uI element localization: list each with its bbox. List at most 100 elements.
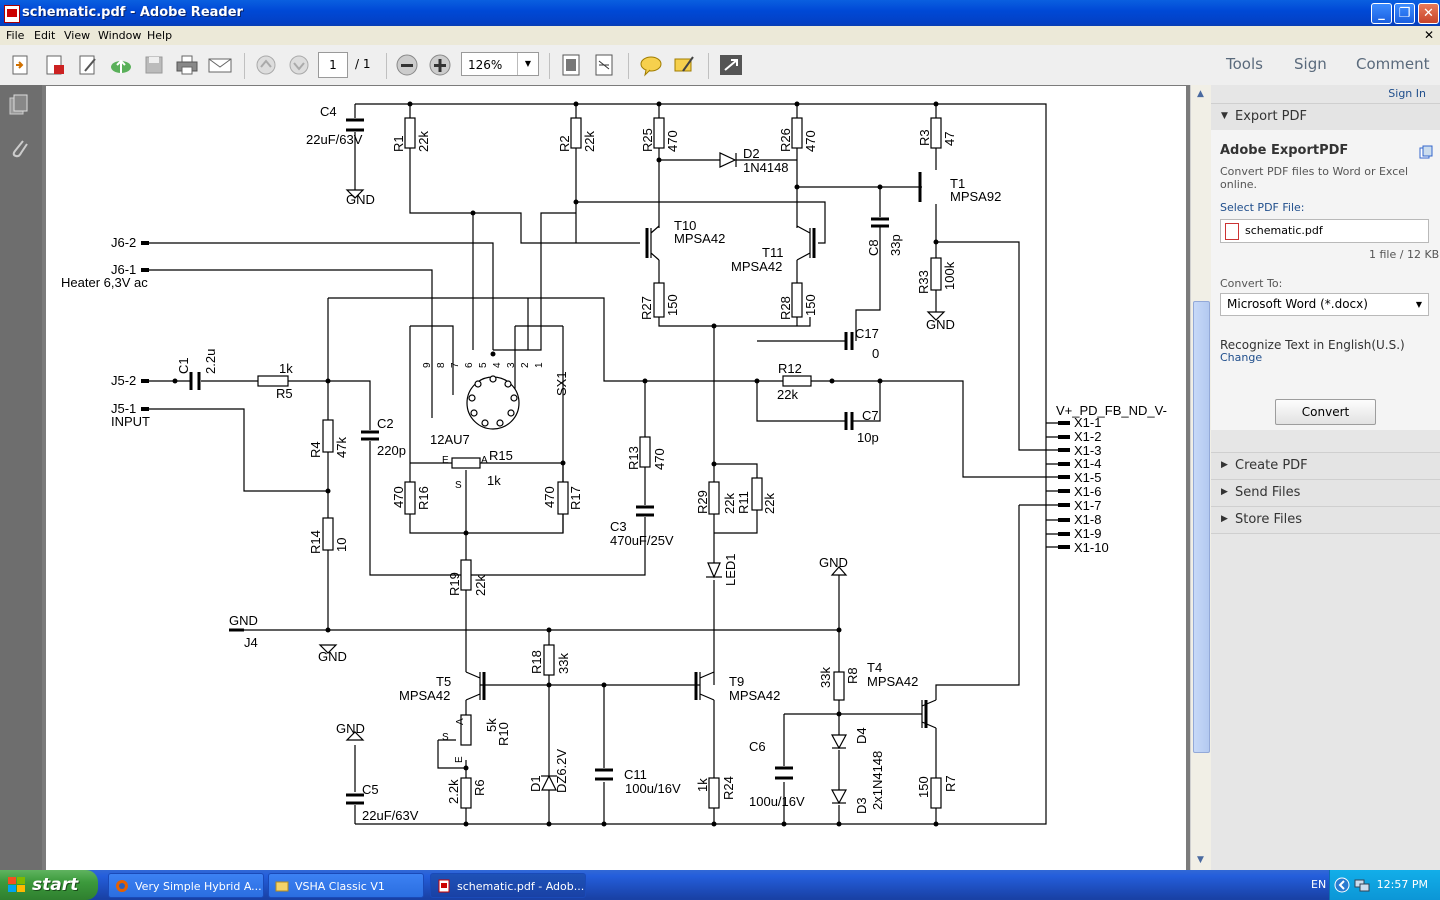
schematic-label-r6: R6 bbox=[472, 779, 487, 796]
triangle-down-icon: ▼ bbox=[1221, 111, 1228, 121]
page-thumbnails-icon[interactable] bbox=[8, 93, 30, 117]
tray-expand-icon[interactable] bbox=[1334, 877, 1350, 893]
comment-link[interactable]: Comment bbox=[1356, 55, 1430, 73]
send-files-section[interactable]: ▶ Send Files bbox=[1211, 479, 1440, 507]
schematic-label-j51: J5-1 bbox=[111, 401, 136, 416]
triangle-right-icon: ▶ bbox=[1221, 460, 1228, 470]
schematic-label-r15e: E bbox=[442, 455, 449, 466]
schematic-label-t4v: MPSA42 bbox=[867, 674, 918, 689]
schematic-label-x4: X1-4 bbox=[1074, 456, 1101, 471]
scroll-up-icon[interactable]: ▲ bbox=[1197, 89, 1204, 99]
page-number-input[interactable]: 1 bbox=[318, 52, 348, 78]
scroll-thumb[interactable] bbox=[1193, 301, 1210, 753]
email-icon[interactable] bbox=[207, 53, 233, 77]
sign-in-link[interactable]: Sign In bbox=[1388, 87, 1426, 100]
recognize-text: Recognize Text in English(U.S.) bbox=[1220, 338, 1405, 352]
schematic-label-r26: R26 bbox=[778, 128, 793, 152]
next-page-icon[interactable] bbox=[286, 53, 312, 77]
schematic-label-x9: X1-9 bbox=[1074, 526, 1101, 541]
chevron-down-icon[interactable]: ▼ bbox=[517, 53, 538, 75]
print-icon[interactable] bbox=[174, 53, 200, 77]
export-copy-icon[interactable] bbox=[1419, 145, 1433, 159]
taskbar-item-firefox[interactable]: Very Simple Hybrid A... bbox=[108, 873, 264, 898]
schematic-label-r10e: E bbox=[454, 756, 465, 763]
scroll-down-icon[interactable]: ▼ bbox=[1197, 855, 1204, 865]
maximize-button[interactable]: ❐ bbox=[1394, 3, 1415, 24]
schematic-label-x8: X1-8 bbox=[1074, 512, 1101, 527]
highlight-icon[interactable] bbox=[671, 53, 697, 77]
convert-to-select[interactable]: Microsoft Word (*.docx) ▼ bbox=[1220, 293, 1429, 316]
schematic-label-c11: C11 bbox=[624, 767, 647, 782]
schematic-label-x1: X1-1 bbox=[1074, 415, 1101, 430]
open-icon[interactable] bbox=[8, 53, 34, 77]
schematic-label-gnd2: GND bbox=[926, 317, 955, 332]
taskbar-item-adobe-reader[interactable]: schematic.pdf - Adob... bbox=[430, 873, 586, 898]
firefox-icon bbox=[116, 880, 128, 892]
attachments-icon[interactable] bbox=[8, 135, 30, 159]
zoom-out-icon[interactable] bbox=[394, 53, 420, 77]
schematic-label-r28: R28 bbox=[778, 296, 793, 320]
window-title: schematic.pdf - Adobe Reader bbox=[22, 5, 243, 20]
schematic-label-c8v: 33p bbox=[888, 234, 903, 256]
schematic-label-r25v: 470 bbox=[665, 130, 680, 152]
save-icon[interactable] bbox=[141, 53, 167, 77]
schematic-label-r4v: 47k bbox=[334, 437, 349, 458]
export-pdf-section[interactable]: ▼ Export PDF bbox=[1211, 103, 1440, 131]
start-button[interactable]: start bbox=[0, 870, 98, 900]
schematic-label-j4: J4 bbox=[244, 635, 258, 650]
schematic-label-c2v: 220p bbox=[377, 443, 406, 458]
create-pdf-section[interactable]: ▶ Create PDF bbox=[1211, 452, 1440, 480]
schematic-label-j61: J6-1 bbox=[111, 262, 136, 277]
menu-view[interactable]: View bbox=[64, 29, 91, 42]
sign-link[interactable]: Sign bbox=[1294, 55, 1327, 73]
document-close-icon[interactable]: ✕ bbox=[1423, 28, 1434, 42]
folder-icon bbox=[275, 881, 289, 892]
schematic-label-r1v: 22k bbox=[416, 131, 431, 152]
selected-file-field[interactable]: schematic.pdf bbox=[1220, 219, 1429, 243]
vertical-scrollbar[interactable]: ▲ ▼ bbox=[1190, 85, 1211, 870]
schematic-label-x5: X1-5 bbox=[1074, 470, 1101, 485]
convert-button[interactable]: Convert bbox=[1275, 399, 1376, 425]
schematic-label-r16v: 470 bbox=[391, 486, 406, 508]
create-pdf-icon[interactable] bbox=[42, 53, 68, 77]
store-files-section[interactable]: ▶ Store Files bbox=[1211, 506, 1440, 534]
schematic-label-r3v: 47 bbox=[942, 132, 957, 146]
file-info: 1 file / 12 KB bbox=[1369, 248, 1440, 261]
taskbar-item-folder[interactable]: VSHA Classic V1 bbox=[268, 873, 424, 898]
schematic-label-r19: R19 bbox=[447, 572, 462, 596]
schematic-label-x10: X1-10 bbox=[1074, 540, 1109, 555]
menu-edit[interactable]: Edit bbox=[34, 29, 56, 42]
schematic-label-r19v: 22k bbox=[473, 575, 488, 596]
zoom-select[interactable]: 126% ▼ bbox=[461, 52, 539, 76]
schematic-label-p6: 6 bbox=[464, 362, 475, 368]
network-icon[interactable] bbox=[1354, 877, 1370, 893]
close-button[interactable]: ✕ bbox=[1418, 3, 1439, 24]
schematic-label-r10a: A bbox=[455, 718, 466, 725]
schematic-label-r15a: A bbox=[481, 455, 488, 466]
schematic-label-input: INPUT bbox=[111, 414, 150, 429]
fit-width-icon[interactable] bbox=[591, 53, 617, 77]
zoom-value: 126% bbox=[468, 58, 503, 72]
schematic-label-c6v: 100u/16V bbox=[749, 794, 805, 809]
minimize-button[interactable]: _ bbox=[1371, 3, 1392, 24]
upload-cloud-icon[interactable] bbox=[108, 53, 134, 77]
comment-icon[interactable] bbox=[638, 53, 664, 77]
previous-page-icon[interactable] bbox=[253, 53, 279, 77]
schematic-label-r14: R14 bbox=[308, 530, 323, 554]
zoom-in-icon[interactable] bbox=[427, 53, 453, 77]
convert-to-value: Microsoft Word (*.docx) bbox=[1227, 297, 1368, 311]
language-indicator[interactable]: EN bbox=[1311, 878, 1327, 891]
tools-link[interactable]: Tools bbox=[1226, 55, 1263, 73]
menu-window[interactable]: Window bbox=[98, 29, 142, 42]
change-link[interactable]: Change bbox=[1220, 351, 1263, 364]
edit-pdf-icon[interactable] bbox=[75, 53, 101, 77]
schematic-label-r33v: 100k bbox=[942, 261, 957, 290]
schematic-label-c1: C1 bbox=[176, 357, 191, 374]
schematic-label-r2: R2 bbox=[557, 135, 572, 152]
menu-file[interactable]: File bbox=[6, 29, 25, 42]
full-screen-icon[interactable] bbox=[718, 53, 744, 77]
taskbar: start Very Simple Hybrid A... VSHA Class… bbox=[0, 870, 1440, 900]
menu-help[interactable]: Help bbox=[147, 29, 173, 42]
fit-page-icon[interactable] bbox=[558, 53, 584, 77]
